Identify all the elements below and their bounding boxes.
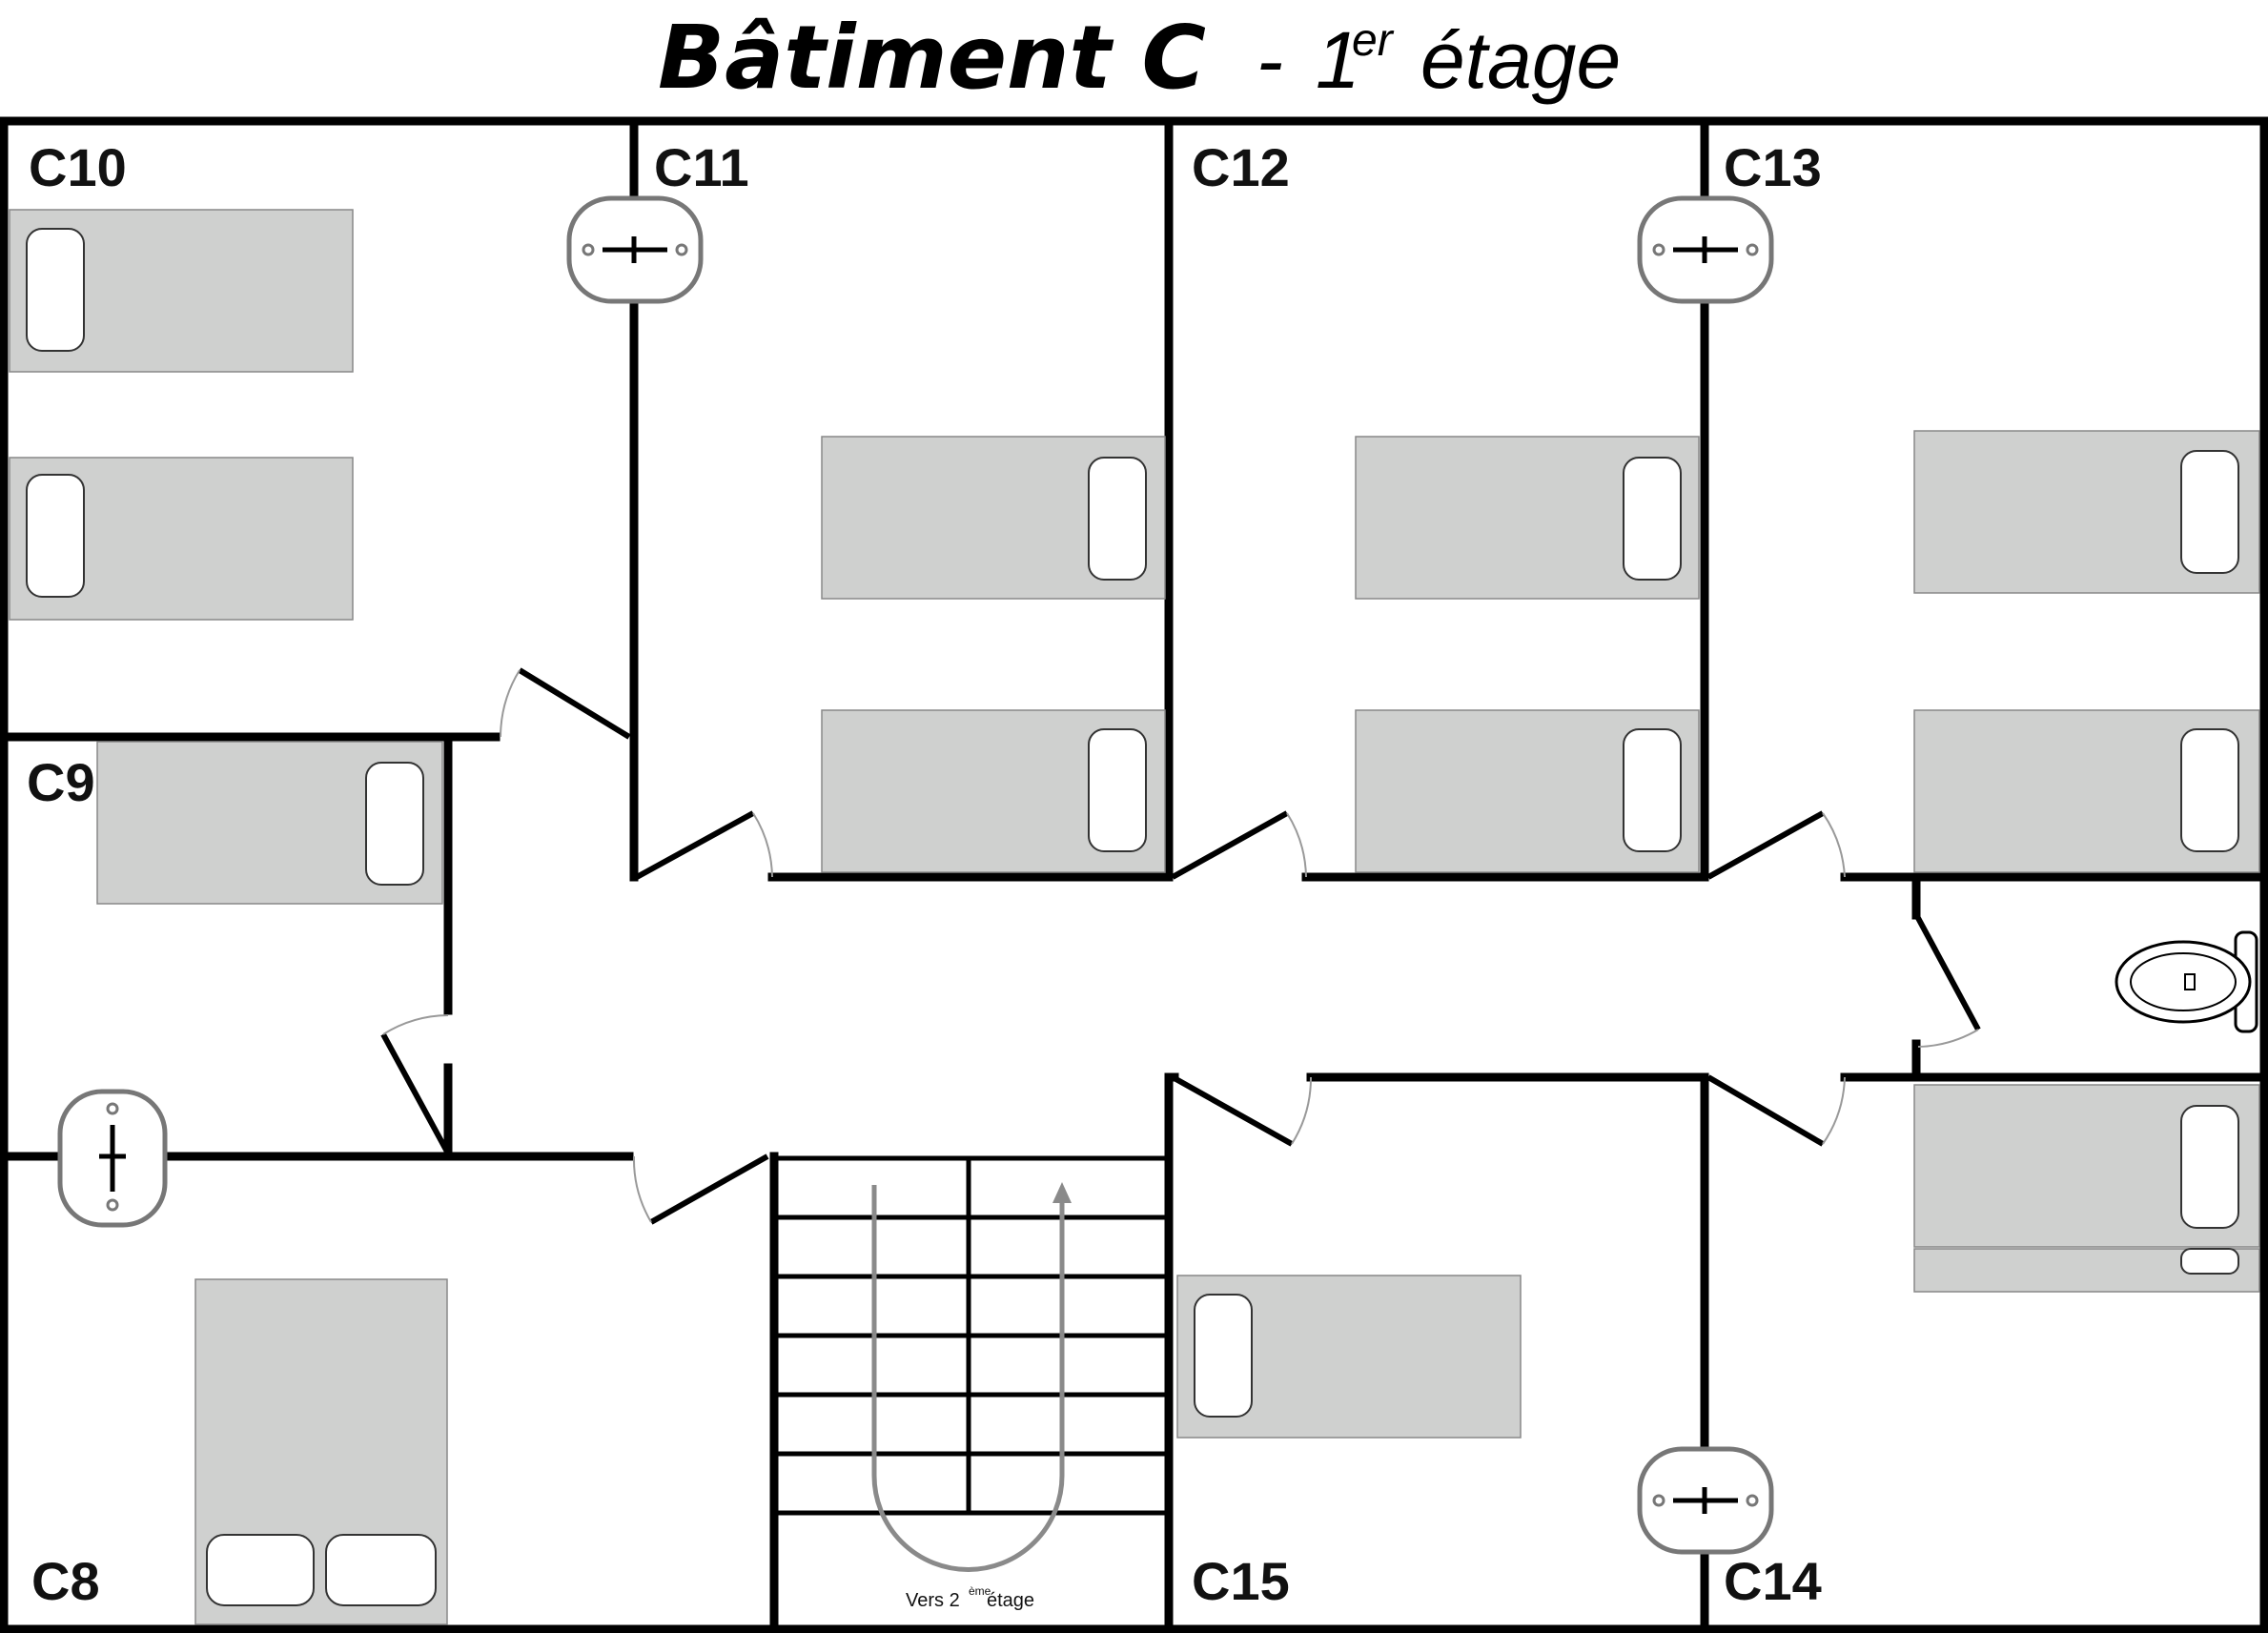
room-label-c9: C9 [27, 752, 95, 812]
door-c12 [1171, 810, 1307, 880]
title-floor-word: étage [1420, 15, 1621, 105]
door-c8 [632, 1153, 769, 1225]
title-dash: - [1257, 15, 1283, 105]
stairs-label: Vers 2 ème étage [906, 1584, 1034, 1611]
bed-icon [1176, 1275, 1522, 1439]
door-c13 [1706, 810, 1846, 880]
beds [9, 209, 2260, 1625]
bed-icon [194, 1278, 448, 1625]
room-label-c13: C13 [1724, 137, 1822, 197]
room-label-c11: C11 [654, 137, 749, 197]
bed-icon [1355, 436, 1700, 600]
door-c14 [1706, 1074, 1846, 1147]
title-building: Bâtiment C [658, 7, 1206, 109]
door-c11 [635, 810, 773, 880]
door-wc [1915, 916, 1981, 1048]
title-floor-sup: er [1352, 15, 1395, 66]
room-label-c8: C8 [31, 1551, 100, 1611]
room-label-c15: C15 [1192, 1551, 1290, 1611]
room-label-c12: C12 [1192, 137, 1290, 197]
bed-icon [1913, 709, 2260, 873]
door-c9 [380, 1014, 451, 1155]
room-label-c10: C10 [29, 137, 127, 197]
bed-icon [96, 741, 443, 905]
sink-icon [1637, 195, 1774, 304]
stairs-label-prefix: Vers 2 [906, 1590, 960, 1611]
bed-icon [821, 709, 1166, 873]
stairs-label-suffix: étage [987, 1590, 1034, 1611]
bed-icon [821, 436, 1166, 600]
bed-icon [1913, 430, 2260, 594]
sinks [57, 195, 1774, 1555]
sink-icon [1637, 1446, 1774, 1555]
stairs-label-sup: ème [969, 1584, 991, 1598]
bed-icon [9, 457, 354, 621]
sink-icon [566, 195, 704, 304]
stairs-icon: Vers 2 ème étage [769, 1152, 1174, 1630]
door-c10 [500, 667, 631, 740]
door-c15 [1171, 1074, 1313, 1147]
doors [380, 667, 1981, 1225]
bed-icon [1913, 1084, 2260, 1293]
room-label-c14: C14 [1724, 1551, 1822, 1611]
toilet-icon [2115, 930, 2258, 1033]
bed-icon [9, 209, 354, 373]
bed-icon [1355, 709, 1700, 873]
title-floor-number: 1 [1316, 15, 1360, 105]
room-labels: C10 C11 C12 C13 C9 C8 C15 C14 [27, 137, 1822, 1611]
page-title: Bâtiment C - 1 er étage [658, 7, 1621, 109]
sink-icon [57, 1089, 168, 1228]
